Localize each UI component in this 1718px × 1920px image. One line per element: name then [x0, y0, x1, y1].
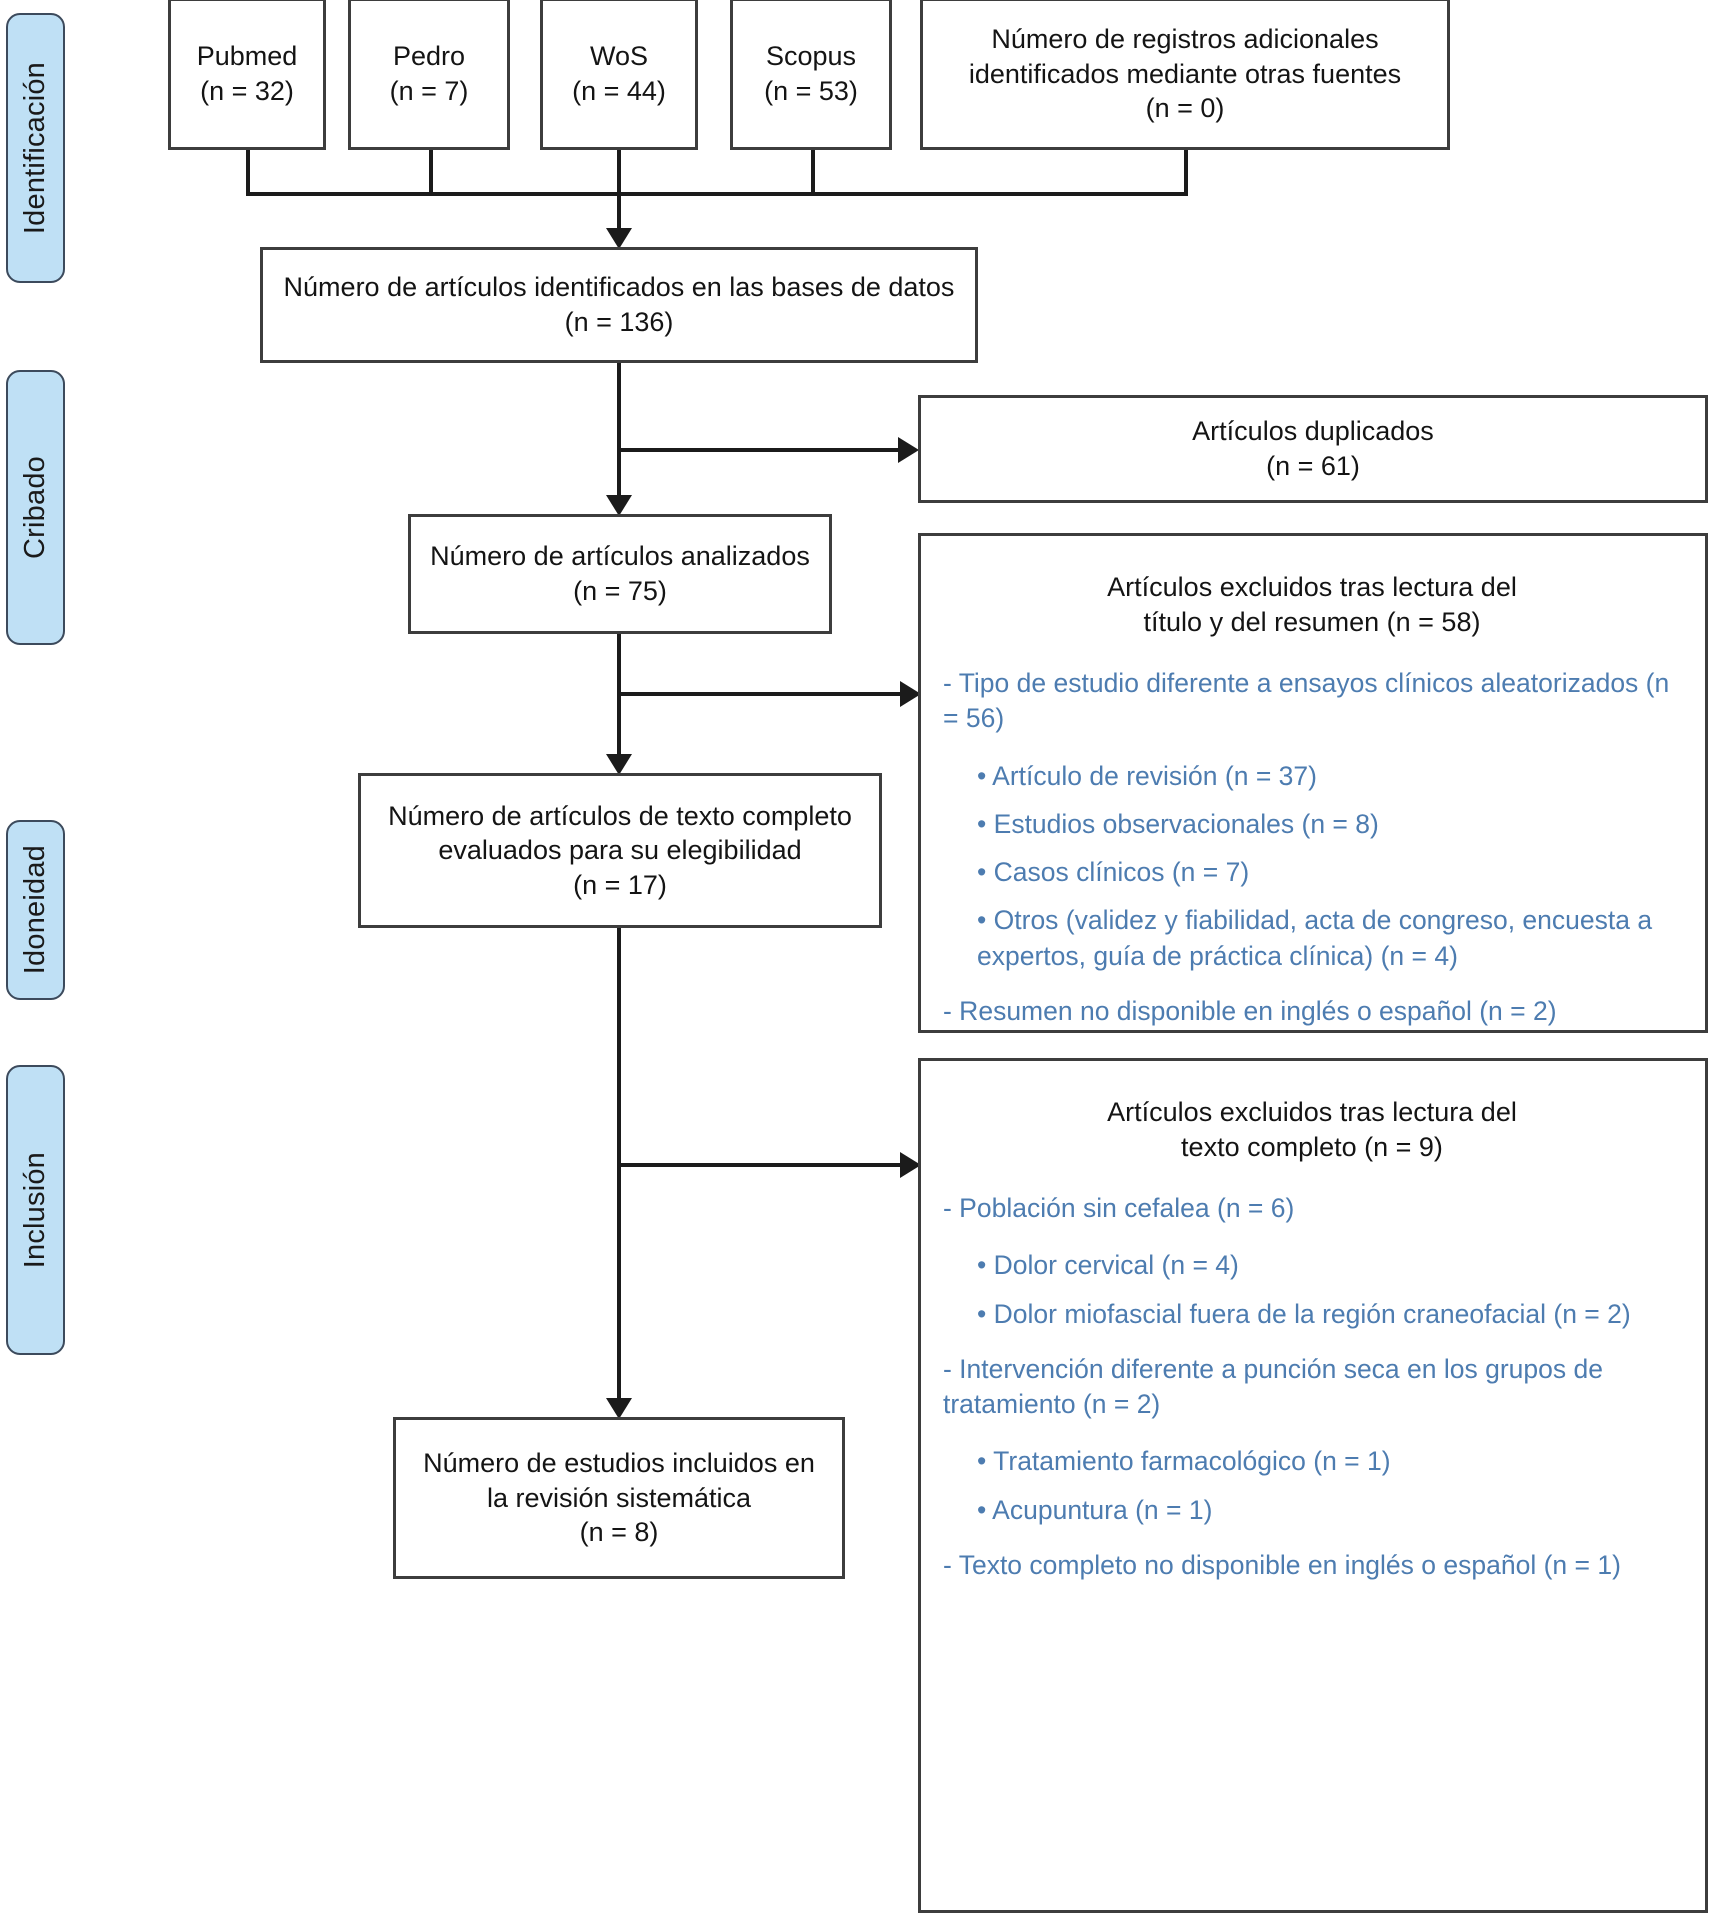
excluded-fulltext-line1: Artículos excluidos tras lectura del — [1107, 1097, 1517, 1127]
excluded-item: • Artículo de revisión (n = 37) — [977, 760, 1317, 791]
additional-line2: identificados mediante otras fuentes — [968, 58, 1402, 89]
excluded-item: - Texto completo no disponible en inglés… — [943, 1549, 1621, 1580]
excluded-item: • Otros (validez y fiabilidad, acta de c… — [977, 905, 1653, 971]
stage-label-idoneidad: Idoneidad — [19, 845, 51, 975]
connector-sources-bus — [246, 192, 1188, 196]
connector-screened-down — [617, 634, 621, 768]
box-screened: Número de artículos analizados (n = 75) — [408, 514, 832, 634]
additional-count: (n = 0) — [1145, 93, 1225, 124]
connector-to-excluded-fulltext — [619, 1163, 911, 1167]
fulltext-line2: evaluados para su elegibilidad — [438, 835, 802, 866]
source-count-pubmed: (n = 32) — [200, 76, 294, 106]
connector-to-duplicates — [619, 448, 909, 452]
box-excluded-title-abstract: Artículos excluidos tras lectura del tít… — [918, 533, 1708, 1033]
fulltext-line1: Número de artículos de texto completo — [388, 800, 852, 831]
arrow-to-excluded-title — [900, 681, 921, 707]
excluded-item: • Casos clínicos (n = 7) — [977, 857, 1250, 888]
excluded-item: • Tratamiento farmacológico (n = 1) — [977, 1446, 1391, 1477]
excluded-fulltext-list: - Población sin cefalea (n = 6) • Dolor … — [943, 1191, 1681, 1583]
included-line1: Número de estudios incluidos en — [423, 1448, 815, 1479]
identified-line1: Número de artículos identificados en las… — [283, 272, 955, 303]
arrow-to-excluded-fulltext — [900, 1152, 921, 1178]
screened-count: (n = 75) — [573, 576, 667, 606]
stage-label-cribado: Cribado — [19, 456, 51, 559]
excluded-item: - Población sin cefalea (n = 6) — [943, 1193, 1295, 1224]
excluded-item: - Intervención diferente a punción seca … — [943, 1353, 1603, 1420]
excluded-item: • Acupuntura (n = 1) — [977, 1494, 1213, 1525]
connector-wos-down — [617, 150, 621, 194]
source-box-wos: WoS (n = 44) — [540, 0, 698, 150]
stage-label-inclusion: Inclusión — [19, 1151, 51, 1269]
duplicates-line1: Artículos duplicados — [1192, 416, 1434, 447]
source-box-scopus: Scopus (n = 53) — [730, 0, 892, 150]
excluded-item: - Resumen no disponible en inglés o espa… — [943, 995, 1557, 1026]
excluded-title-abstract-list: - Tipo de estudio diferente a ensayos cl… — [943, 666, 1681, 1029]
box-identified: Número de artículos identificados en las… — [260, 247, 978, 363]
source-name-pubmed: Pubmed — [196, 41, 298, 72]
screened-line1: Número de artículos analizados — [430, 541, 810, 572]
connector-to-excluded-title — [619, 692, 911, 696]
source-name-wos: WoS — [589, 41, 649, 72]
stage-pill-identificacion: Identificación — [6, 13, 65, 283]
excluded-title-line1: Artículos excluidos tras lectura del — [1107, 572, 1517, 602]
stage-pill-cribado: Cribado — [6, 370, 65, 645]
box-fulltext-assessed: Número de artículos de texto completo ev… — [358, 773, 882, 928]
connector-fulltext-down — [617, 928, 621, 1413]
excluded-item: • Dolor cervical (n = 4) — [977, 1250, 1239, 1281]
excluded-title-abstract-heading: Artículos excluidos tras lectura del tít… — [951, 570, 1673, 640]
included-line2: la revisión sistemática — [486, 1482, 752, 1513]
excluded-fulltext-heading: Artículos excluidos tras lectura del tex… — [951, 1095, 1673, 1165]
arrow-to-fulltext — [606, 754, 632, 775]
included-count: (n = 8) — [579, 1517, 659, 1548]
source-box-pubmed: Pubmed (n = 32) — [168, 0, 326, 150]
arrow-to-included — [606, 1398, 632, 1419]
arrow-to-identified — [606, 228, 632, 249]
excluded-item: • Estudios observacionales (n = 8) — [977, 808, 1379, 839]
arrow-to-duplicates — [898, 437, 919, 463]
connector-bus-to-identified — [617, 192, 621, 236]
excluded-item: • Dolor miofascial fuera de la región cr… — [977, 1298, 1631, 1329]
box-duplicates: Artículos duplicados (n = 61) — [918, 395, 1708, 503]
source-name-scopus: Scopus — [765, 41, 857, 72]
box-included: Número de estudios incluidos en la revis… — [393, 1417, 845, 1579]
stage-label-identificacion: Identificación — [19, 61, 51, 235]
box-excluded-fulltext: Artículos excluidos tras lectura del tex… — [918, 1058, 1708, 1913]
excluded-item: - Tipo de estudio diferente a ensayos cl… — [943, 668, 1670, 734]
excluded-title-line2: título y del resumen (n = 58) — [1143, 607, 1481, 638]
source-count-scopus: (n = 53) — [764, 76, 858, 106]
arrow-to-screened — [606, 495, 632, 516]
connector-scopus-down — [811, 150, 815, 194]
source-box-additional: Número de registros adicionales identifi… — [920, 0, 1450, 150]
stage-pill-idoneidad: Idoneidad — [6, 820, 65, 1000]
connector-identified-down — [617, 363, 621, 509]
identified-count: (n = 136) — [564, 307, 674, 337]
duplicates-count: (n = 61) — [1266, 451, 1360, 481]
source-name-pedro: Pedro — [392, 41, 466, 72]
connector-pedro-down — [429, 150, 433, 194]
stage-pill-inclusion: Inclusión — [6, 1065, 65, 1355]
fulltext-count: (n = 17) — [573, 869, 667, 900]
connector-additional-down — [1184, 150, 1188, 194]
additional-line1: Número de registros adicionales — [991, 24, 1379, 55]
source-count-wos: (n = 44) — [572, 76, 666, 106]
excluded-fulltext-line2: texto completo (n = 9) — [1181, 1132, 1443, 1163]
connector-pubmed-down — [246, 150, 250, 194]
source-count-pedro: (n = 7) — [389, 76, 469, 106]
source-box-pedro: Pedro (n = 7) — [348, 0, 510, 150]
